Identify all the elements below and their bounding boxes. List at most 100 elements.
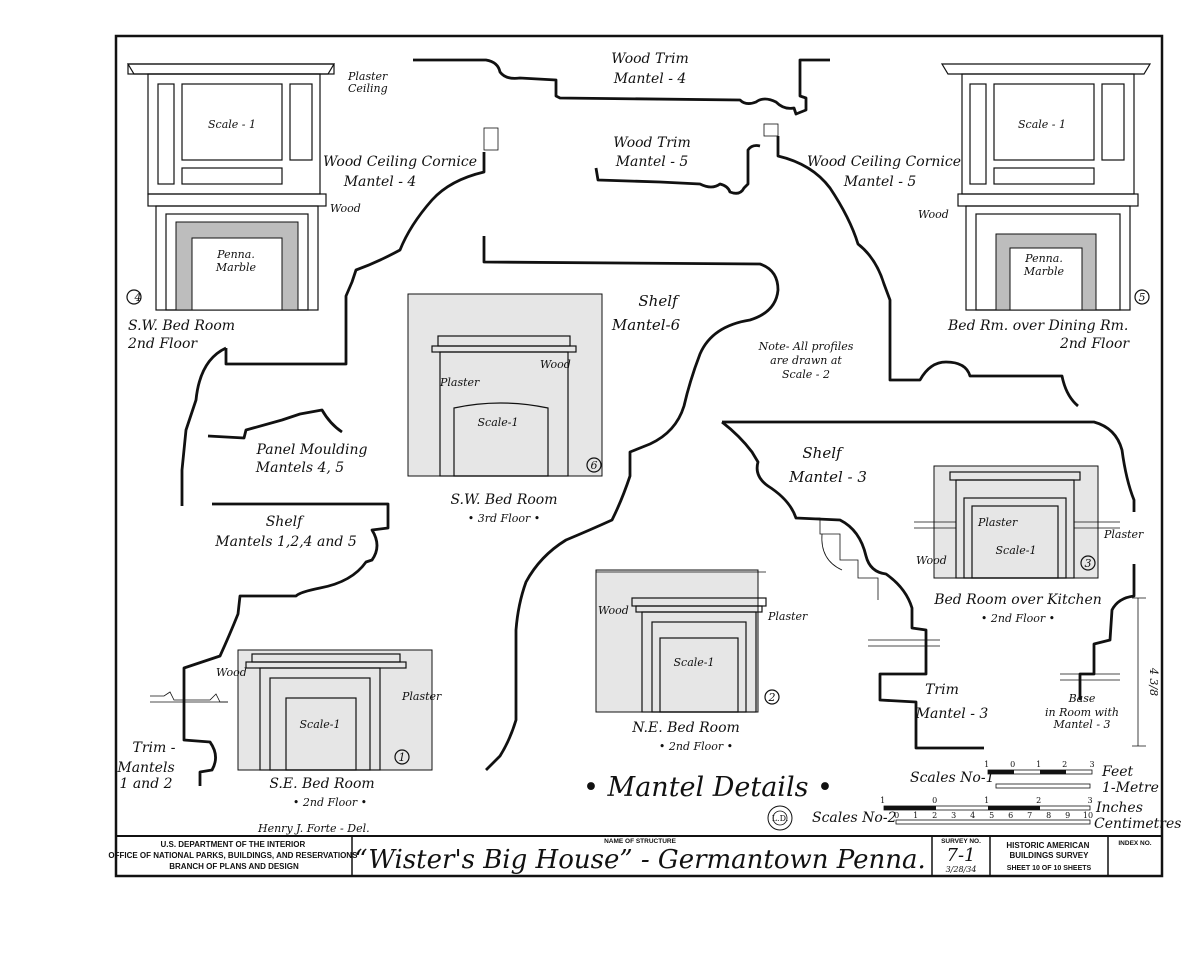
mantel-1-number: 1 [399, 751, 406, 764]
cm-tick-3: 3 [951, 811, 956, 820]
cm-tick-6: 6 [1008, 811, 1013, 820]
cm-tick-2: 2 [932, 811, 937, 820]
inch-tick-2: 1 [984, 796, 989, 805]
label-trim-3-b: Mantel - 3 [915, 706, 989, 722]
mantel-3-scale: Scale-1 [996, 544, 1037, 557]
profile-ceiling-cornice-5 [776, 136, 1079, 408]
feet-tick-0: 1 [984, 760, 989, 769]
mantel-2-wood-label: Wood [598, 604, 629, 617]
mantel-5-wood-label: Wood [918, 208, 949, 221]
mantel-1-wood-label: Wood [216, 666, 247, 679]
mantel-6-plaster-label: Plaster [439, 376, 480, 389]
mantel-5-number: 5 [1139, 291, 1146, 304]
svg-text:Penna.Marble: Penna.Marble [1023, 252, 1065, 278]
agency-line-1: U.S. DEPARTMENT OF THE INTERIOR [161, 840, 306, 849]
note-c: Scale - 2 [782, 368, 830, 381]
profile-shelf-1245 [182, 502, 390, 786]
mantel-4-marble-a: Penna. [216, 248, 255, 261]
profile-ceiling-cornice-4 [224, 152, 486, 366]
mantel-4-floor: 2nd Floor [127, 336, 198, 352]
name-of-structure-label: NAME OF STRUCTURE [604, 838, 677, 845]
metre-label: 1-Metre [1102, 780, 1159, 796]
note-a: Note- All profiles [758, 340, 854, 353]
dimension-base: 4 3/8 [1147, 667, 1160, 696]
profile-shelf-mantel-3 [722, 420, 1136, 512]
mantel-3-elevation [914, 465, 1120, 579]
mantel-3-plaster-label: Plaster [977, 516, 1018, 529]
mantel-5-marble-b: Marble [1023, 265, 1065, 278]
label-trim-12-b: Mantels [116, 760, 174, 776]
mantel-6-wood-label: Wood [540, 358, 571, 371]
label-wood-trim-5-b: Mantel - 5 [615, 154, 689, 170]
label-base-b: in Room with [1045, 706, 1119, 719]
label-cornice-5-a: Wood Ceiling Cornice [807, 154, 961, 170]
mantel-1-room: S.E. Bed Room [269, 776, 374, 792]
mantel-1-plaster-label: Plaster [401, 690, 442, 703]
scale-bar-inches [883, 805, 1091, 825]
survey-number: 7-1 [947, 845, 976, 866]
sheet-count: SHEET 10 OF 10 SHEETS [1007, 865, 1092, 872]
mantel-3-floor: • 2nd Floor • [981, 612, 1055, 625]
agency-line-2: OFFICE OF NATIONAL PARKS, BUILDINGS, AND… [108, 851, 358, 860]
label-base-a: Base [1068, 692, 1096, 705]
stamp-text: L.D. [772, 814, 789, 823]
svg-text:0 1 2 3 4: 0 1 2 3 4 5 6 7 8 9 10 [894, 811, 1093, 820]
svg-text:HISTORIC AMERICAN BUILDING: HISTORIC AMERICAN BUILDINGS SURVEY [1006, 841, 1091, 860]
mantel-2-room: N.E. Bed Room [631, 720, 740, 736]
main-title: • Mantel Details • [583, 772, 833, 803]
mantel-4-room: S.W. Bed Room [128, 318, 235, 334]
habs-line-2: BUILDINGS SURVEY [1010, 851, 1090, 860]
feet-tick-4: 3 [1089, 760, 1094, 769]
mantel-5-marble-a: Penna. [1024, 252, 1063, 265]
label-shelf-6-a: Shelf [638, 292, 680, 310]
mantel-4-marble-b: Marble [215, 261, 257, 274]
inch-tick-3: 2 [1036, 796, 1041, 805]
mantel-4-wood-label: Wood [330, 202, 361, 215]
mantel-6-elevation [407, 293, 603, 477]
profile-wood-trim-mantel-4 [413, 58, 830, 116]
mantel-2-scale: Scale-1 [674, 656, 715, 669]
mantel-6-scale: Scale-1 [478, 416, 519, 429]
feet-label: Feet [1101, 764, 1134, 780]
label-shelf-1245-b: Mantels 1,2,4 and 5 [214, 534, 357, 550]
mantel-5-room: Bed Rm. over Dining Rm. [947, 318, 1128, 334]
mantel-5-floor: 2nd Floor [1059, 336, 1130, 352]
label-wood-trim-4-b: Mantel - 4 [613, 71, 687, 87]
cm-tick-4: 4 [970, 811, 975, 820]
svg-text:Penna.Marble: Penna.Marble [215, 248, 257, 274]
profile-base [1078, 564, 1136, 700]
mantel-6-room: S.W. Bed Room [450, 492, 557, 508]
agency-line-3: BRANCH OF PLANS AND DESIGN [169, 862, 299, 871]
label-panel-moulding-b: Mantels 4, 5 [255, 460, 345, 476]
mantel-3-room: Bed Room over Kitchen [933, 592, 1102, 608]
cm-tick-5: 5 [989, 811, 994, 820]
mantel-2-number: 2 [768, 691, 776, 704]
mantel-2-elevation [595, 569, 780, 713]
label-base-c: Mantel - 3 [1052, 718, 1110, 731]
label-trim-3-a: Trim [925, 682, 959, 698]
profile-panel-moulding [207, 408, 343, 440]
label-wood-trim-4-a: Wood Trim [611, 51, 689, 67]
label-trim-12-a: Trim - [133, 740, 176, 756]
label-wood-trim-5-a: Wood Trim [613, 135, 691, 151]
cm-tick-9: 9 [1065, 811, 1070, 820]
feet-tick-1: 0 [1010, 760, 1015, 769]
title-block [115, 835, 1163, 877]
structure-name: “Wister's Big House” - Germantown Penna. [354, 845, 926, 875]
label-cornice-5-b: Mantel - 5 [843, 174, 917, 190]
label-shelf-3-b: Mantel - 3 [788, 468, 867, 486]
svg-text:U.S. DEPARTMENT OF THE INTERIO: U.S. DEPARTMENT OF THE INTERIOR OFFICE O… [108, 840, 359, 871]
mantel-3-wood-label: Wood [916, 554, 947, 567]
centimetres-label: Centimetres [1094, 816, 1181, 832]
cm-tick-0: 0 [894, 811, 899, 820]
scales-no1-label: Scales No-1 [910, 770, 995, 786]
